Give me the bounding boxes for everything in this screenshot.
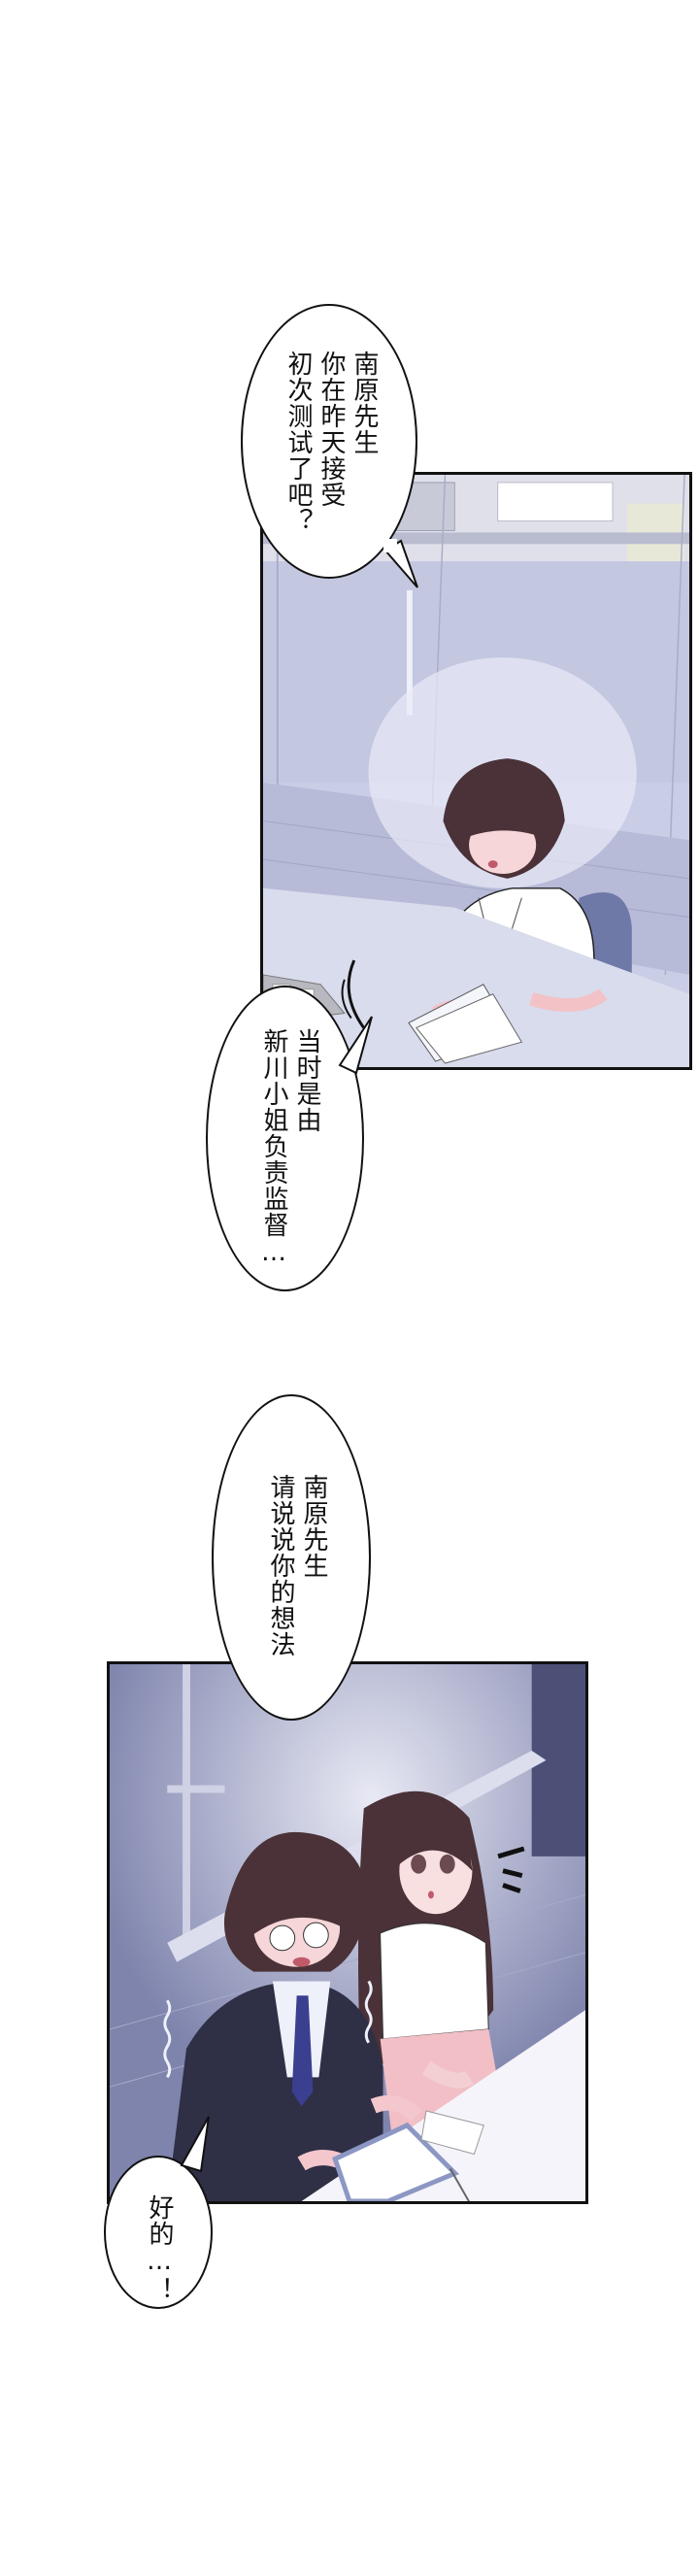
bubble-2-text: 当时是由 新川小姐负责监督… <box>257 1028 323 1268</box>
speech-bubble-2: 当时是由 新川小姐负责监督… <box>206 986 364 1291</box>
bubble-4-text: 好的…！ <box>143 2194 176 2303</box>
bubble-1-tail <box>383 539 418 588</box>
bubble-4-line-1: 好的…！ <box>145 2194 174 2303</box>
bubble-3-line-1: 南原先生 <box>299 1474 328 1579</box>
speech-bubble-3: 南原先生 请说说你的想法 <box>212 1394 371 1721</box>
bubble-1-text: 南原先生 你在昨天接受 初次测试了吧？ <box>282 351 381 534</box>
bubble-2-line-1: 当时是由 <box>292 1028 321 1133</box>
bubble-1-line-2: 你在昨天接受 <box>316 351 346 508</box>
bubble-4-tail <box>180 2116 210 2173</box>
bubble-3-line-2: 请说说你的想法 <box>266 1474 295 1657</box>
comic-panel-2 <box>107 1661 588 2204</box>
panel-2-artwork <box>110 1664 585 2201</box>
bubble-1-line-3: 初次测试了吧？ <box>283 351 313 534</box>
bubble-2-line-2: 新川小姐负责监督… <box>259 1028 288 1268</box>
speech-bubble-1: 南原先生 你在昨天接受 初次测试了吧？ <box>241 304 417 579</box>
bubble-3-text: 南原先生 请说说你的想法 <box>264 1474 330 1657</box>
bubble-2-tail <box>338 1016 373 1075</box>
bubble-1-line-1: 南原先生 <box>350 351 379 455</box>
speech-bubble-4: 好的…！ <box>104 2156 213 2309</box>
